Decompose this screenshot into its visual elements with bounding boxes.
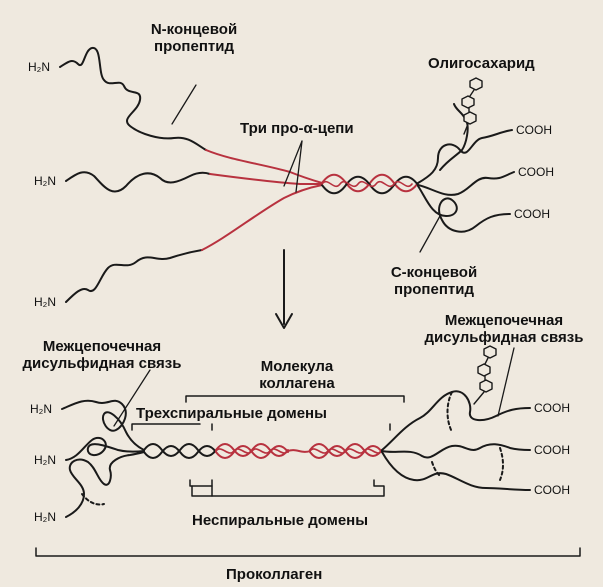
top-c-propeptide	[418, 104, 514, 232]
label-n-propeptide: N-концевой пропептид	[140, 21, 248, 55]
label-collagen-molecule: Молекула коллагена	[232, 358, 362, 392]
top-oligosaccharide	[462, 78, 482, 134]
label-disulfide-right: Межцепочечная дисульфидная связь	[408, 312, 600, 346]
bottom-c-propeptide	[382, 391, 530, 490]
label-disulfide-left-line2: дисульфидная связь	[4, 355, 200, 372]
label-n-propeptide-line2: пропептид	[140, 38, 248, 55]
n-terminus-top-1: H₂N	[28, 60, 50, 74]
c-terminus-top-3: COOH	[514, 207, 550, 221]
bottom-helix-dark	[144, 444, 216, 458]
label-disulfide-left-line1: Межцепочечная	[4, 338, 200, 355]
bottom-disulfide-right	[432, 392, 503, 480]
bottom-helix-red-2	[310, 444, 382, 458]
label-disulfide-right-line2: дисульфидная связь	[408, 329, 600, 346]
n-terminus-bottom-1: H₂N	[30, 402, 52, 416]
n-terminus-bottom-2: H₂N	[34, 453, 56, 467]
top-triple-helix	[322, 175, 418, 194]
label-nonhelical-domains: Неспиральные домены	[192, 512, 368, 529]
top-chain-2	[66, 172, 322, 191]
triple-helix-brackets	[132, 424, 390, 430]
bottom-helix-red-1	[216, 444, 288, 458]
bottom-disulfide-left	[82, 494, 104, 505]
bottom-bridge	[288, 450, 310, 452]
label-three-chains: Три про-α-цепи	[240, 120, 354, 137]
collagen-molecule-bracket	[186, 396, 404, 402]
label-oligosaccharide: Олигосахарид	[428, 55, 535, 72]
label-n-propeptide-line1: N-концевой	[140, 21, 248, 38]
c-terminus-bottom-3: COOH	[534, 483, 570, 497]
bottom-oligosaccharide	[474, 346, 496, 404]
bottom-n-propeptide	[62, 401, 144, 517]
label-collagen-molecule-line1: Молекула	[232, 358, 362, 375]
label-disulfide-right-line1: Межцепочечная	[408, 312, 600, 329]
label-triple-helix-domains: Трехспиральные домены	[136, 405, 327, 422]
c-terminus-top-1: COOH	[516, 123, 552, 137]
n-terminus-top-3: H₂N	[34, 295, 56, 309]
label-disulfide-left: Межцепочечная дисульфидная связь	[4, 338, 200, 372]
c-terminus-top-2: COOH	[518, 165, 554, 179]
process-arrow	[276, 250, 292, 328]
label-c-propeptide-line1: С-концевой	[382, 264, 486, 281]
label-c-propeptide-line2: пропептид	[382, 281, 486, 298]
procollagen-bracket	[36, 548, 580, 556]
n-terminus-top-2: H₂N	[34, 174, 56, 188]
label-c-propeptide: С-концевой пропептид	[382, 264, 486, 298]
n-terminus-bottom-3: H₂N	[34, 510, 56, 524]
label-collagen-molecule-line2: коллагена	[232, 375, 362, 392]
label-procollagen: Проколлаген	[226, 566, 322, 583]
c-terminus-bottom-1: COOH	[534, 401, 570, 415]
c-terminus-bottom-2: COOH	[534, 443, 570, 457]
top-chain-1	[60, 48, 322, 183]
nonhelical-brackets	[190, 480, 384, 496]
